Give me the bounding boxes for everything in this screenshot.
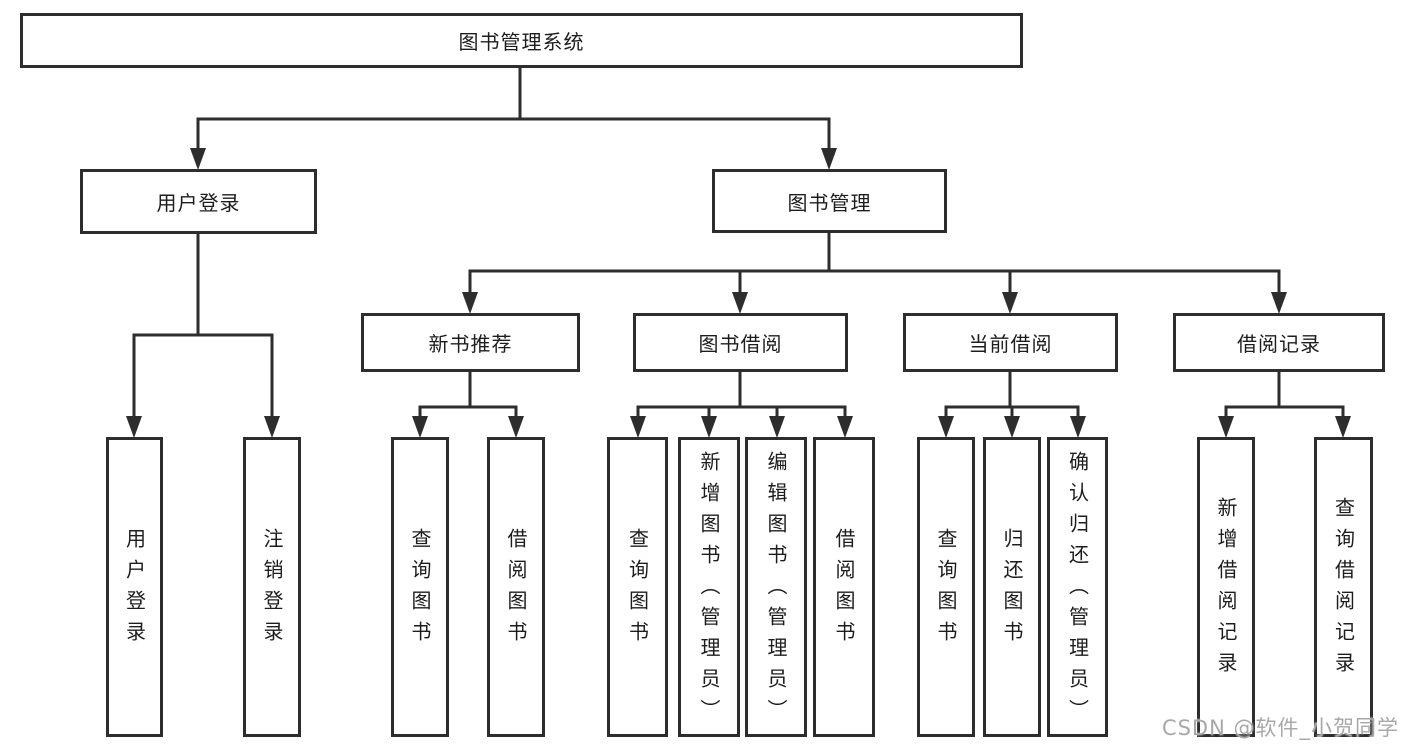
leaf-query-books-current: 查询图书 <box>917 437 975 737</box>
leaf-query-books-recommend: 查询图书 <box>391 437 449 737</box>
node-book-management: 图书管理 <box>712 169 947 233</box>
node-new-book-recommend: 新书推荐 <box>361 313 580 372</box>
node-current-borrowing: 当前借阅 <box>903 313 1118 372</box>
leaf-user-login: 用户登录 <box>106 437 163 737</box>
leaf-add-borrow-record: 新增借阅记录 <box>1197 437 1255 737</box>
leaf-add-books-admin: 新增图书（管理员） <box>678 437 740 737</box>
leaf-query-books-borrowing: 查询图书 <box>607 437 668 737</box>
csdn-watermark: CSDN @软件_小贺同学 <box>1161 716 1399 740</box>
node-borrowing-records: 借阅记录 <box>1173 313 1385 372</box>
leaf-borrow-books-borrowing: 借阅图书 <box>813 437 875 737</box>
arrowheads <box>126 148 1351 438</box>
node-library-management-system: 图书管理系统 <box>20 13 1023 68</box>
leaf-query-borrow-record: 查询借阅记录 <box>1314 437 1373 737</box>
leaf-edit-books-admin: 编辑图书（管理员） <box>745 437 807 737</box>
leaf-borrow-books-recommend: 借阅图书 <box>487 437 545 737</box>
leaf-logout: 注销登录 <box>243 437 301 737</box>
node-user-login: 用户登录 <box>80 169 317 234</box>
leaf-confirm-return-admin: 确认归还（管理员） <box>1047 437 1108 737</box>
node-book-borrowing: 图书借阅 <box>633 313 848 372</box>
leaf-return-books: 归还图书 <box>983 437 1041 737</box>
